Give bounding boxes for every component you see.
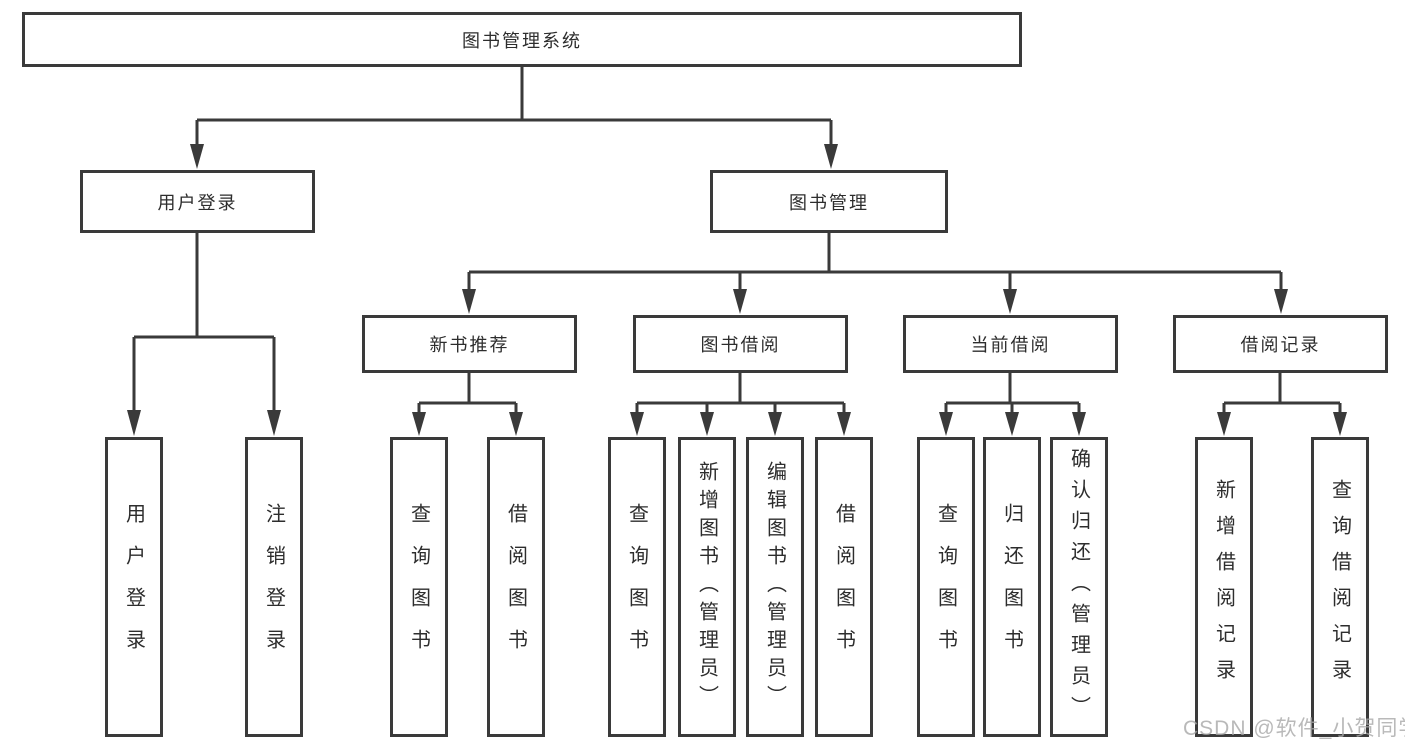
leaf-label: 编辑图书（管理员） [763,461,786,713]
leaf-label: 用户登录 [122,503,145,671]
node-book-borrow: 图书借阅 [633,315,848,373]
leaf-label: 借阅图书 [504,503,527,671]
leaf-label: 查询借阅记录 [1328,479,1351,695]
leaf-label: 新增借阅记录 [1212,479,1235,695]
leaf-add-books-admin: 新增图书（管理员） [678,437,736,737]
leaf-user-login: 用户登录 [105,437,163,737]
leaf-borrow-books-2: 借阅图书 [815,437,873,737]
leaf-confirm-return-admin: 确认归还（管理员） [1050,437,1108,737]
node-root: 图书管理系统 [22,12,1022,67]
leaf-add-borrow-record: 新增借阅记录 [1195,437,1253,737]
node-user-login: 用户登录 [80,170,315,233]
arrowheads [127,144,1347,436]
leaf-borrow-books-1: 借阅图书 [487,437,545,737]
leaf-label: 查询图书 [934,503,957,671]
leaf-logout: 注销登录 [245,437,303,737]
leaf-edit-books-admin: 编辑图书（管理员） [746,437,804,737]
leaf-query-books-2: 查询图书 [608,437,666,737]
leaf-label: 确认归还（管理员） [1067,447,1090,727]
leaf-query-books-3: 查询图书 [917,437,975,737]
leaf-label: 注销登录 [262,503,285,671]
node-borrow-records: 借阅记录 [1173,315,1388,373]
leaf-return-books: 归还图书 [983,437,1041,737]
node-book-management: 图书管理 [710,170,948,233]
leaf-label: 查询图书 [625,503,648,671]
leaf-label: 归还图书 [1000,503,1023,671]
leaf-query-books-1: 查询图书 [390,437,448,737]
node-new-book-recommend: 新书推荐 [362,315,577,373]
leaf-label: 新增图书（管理员） [695,461,718,713]
node-current-borrow: 当前借阅 [903,315,1118,373]
leaf-label: 查询图书 [407,503,430,671]
leaf-label: 借阅图书 [832,503,855,671]
csdn-watermark: CSDN @软件_小贺同学 [1183,717,1405,740]
leaf-query-borrow-record: 查询借阅记录 [1311,437,1369,737]
